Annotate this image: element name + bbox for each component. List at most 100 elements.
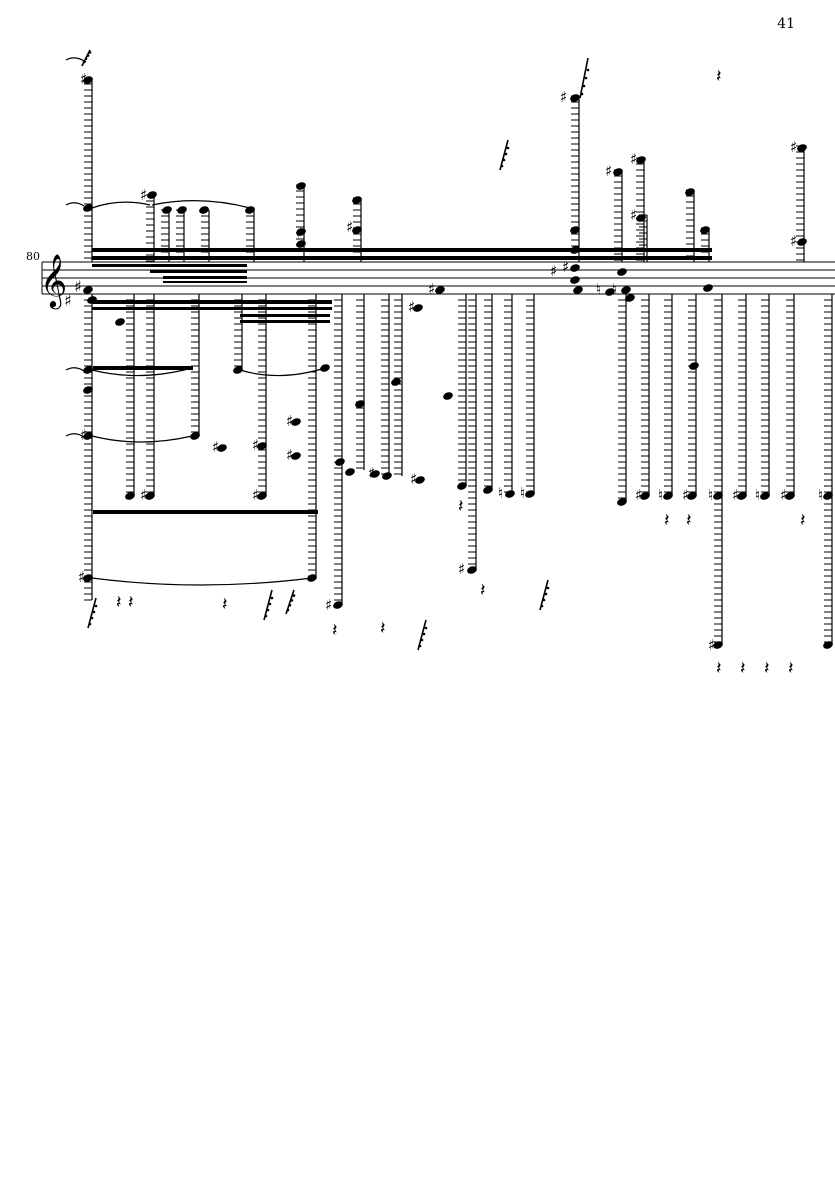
notehead: [115, 318, 125, 326]
rest-icon: 𝄽: [480, 580, 486, 601]
notehead: [636, 214, 646, 222]
sharp-icon: ♯: [630, 150, 637, 168]
rest-icon: 𝄽: [716, 658, 722, 679]
sharp-icon: ♯: [212, 438, 219, 456]
natural-icon: ♮: [755, 486, 760, 504]
grace-dot: [422, 632, 426, 636]
notehead: [291, 452, 301, 460]
notehead: [83, 286, 93, 294]
grace-dot: [584, 76, 588, 80]
tremolo-marks: [81, 49, 590, 651]
grace-dot: [506, 146, 510, 150]
grace-dot: [290, 599, 294, 602]
notehead: [525, 490, 535, 498]
grace-dot: [84, 57, 88, 61]
rest-icon: 𝄽: [764, 658, 770, 679]
rest-icon: 𝄽: [128, 592, 134, 613]
notehead: [605, 288, 615, 296]
grace-dot: [540, 604, 544, 608]
sharp-icon: ♯: [368, 464, 375, 482]
ledger-lines: [84, 77, 832, 643]
natural-icon: ♮: [658, 486, 663, 504]
notehead: [613, 168, 623, 176]
sharp-icon: ♯: [560, 88, 567, 106]
notehead: [370, 470, 380, 478]
sharp-icon: ♯: [458, 560, 465, 578]
rest-icon: 𝄽: [788, 658, 794, 679]
beam-group-upper: [92, 248, 712, 283]
sharp-icon: ♯: [252, 486, 259, 504]
notehead: [333, 601, 343, 609]
sharp-icon: ♯: [252, 436, 259, 454]
notehead: [415, 476, 425, 484]
notehead: [505, 490, 515, 498]
rests: 𝄽𝄽𝄽𝄽𝄽𝄽𝄽𝄽𝄽𝄽𝄽𝄽𝄽𝄽𝄽: [116, 66, 806, 679]
rest-icon: 𝄽: [458, 496, 464, 517]
sharp-icon: ♯: [410, 470, 417, 488]
sharp-icon: ♯: [708, 636, 715, 654]
sharp-group: ♯ ♯: [64, 277, 82, 310]
notehead: [83, 366, 93, 374]
sharp-icon: ♯: [550, 262, 557, 280]
notehead: [685, 188, 695, 196]
rest-icon: 𝄽: [222, 594, 228, 615]
grace-dot: [582, 84, 586, 88]
grace-dot: [94, 604, 98, 608]
notehead: [83, 204, 93, 212]
notehead: [345, 468, 355, 476]
grace-dot: [292, 594, 296, 597]
notehead: [296, 228, 306, 236]
notehead: [87, 296, 97, 304]
grace-dot: [268, 602, 272, 606]
grace-dot: [502, 158, 506, 162]
notehead: [147, 191, 157, 199]
notehead: [570, 246, 580, 254]
notehead: [83, 574, 93, 582]
notehead: [413, 304, 423, 312]
sharp-icon: ♯: [630, 206, 637, 224]
sharp-icon: ♯: [286, 412, 293, 430]
sharp-icon: ♯: [790, 232, 797, 250]
sharp-icon: ♯: [140, 186, 147, 204]
notehead: [296, 182, 306, 190]
sharp-icon: ♯: [140, 486, 147, 504]
notehead: [457, 482, 467, 490]
natural-icon: ♮: [596, 280, 601, 298]
notehead: [570, 264, 580, 272]
notehead: [435, 286, 445, 294]
notehead: [760, 492, 770, 500]
notehead: [636, 156, 646, 164]
sharp-icon: ♯: [346, 218, 353, 236]
sharp-icon: ♯: [780, 486, 787, 504]
notehead: [663, 492, 673, 500]
notehead: [352, 196, 362, 204]
grace-dot: [88, 622, 92, 626]
notehead: [617, 498, 627, 506]
grace-dot: [286, 608, 290, 612]
notehead: [700, 226, 710, 234]
grace-dot: [90, 616, 94, 620]
natural-icon: ♮: [520, 484, 525, 502]
svg-text:♯: ♯: [74, 277, 82, 296]
notehead: [83, 76, 93, 84]
notehead: [245, 206, 255, 214]
notehead: [382, 472, 392, 480]
rest-icon: 𝄽: [716, 66, 722, 87]
page-number: 41: [777, 16, 795, 32]
notehead: [83, 432, 93, 440]
grace-dot: [586, 68, 590, 72]
notehead: [257, 442, 267, 450]
grace-dot: [418, 644, 422, 648]
notehead: [625, 294, 635, 302]
notehead: [391, 378, 401, 386]
grace-dot: [270, 596, 274, 600]
rest-icon: 𝄽: [800, 510, 806, 531]
svg-text:♯: ♯: [64, 291, 72, 310]
notehead: [162, 206, 172, 214]
notehead: [640, 492, 650, 500]
notehead: [190, 432, 200, 440]
notehead: [145, 492, 155, 500]
sharp-icon: ♯: [682, 486, 689, 504]
treble-clef-icon: 𝄞: [40, 253, 67, 309]
